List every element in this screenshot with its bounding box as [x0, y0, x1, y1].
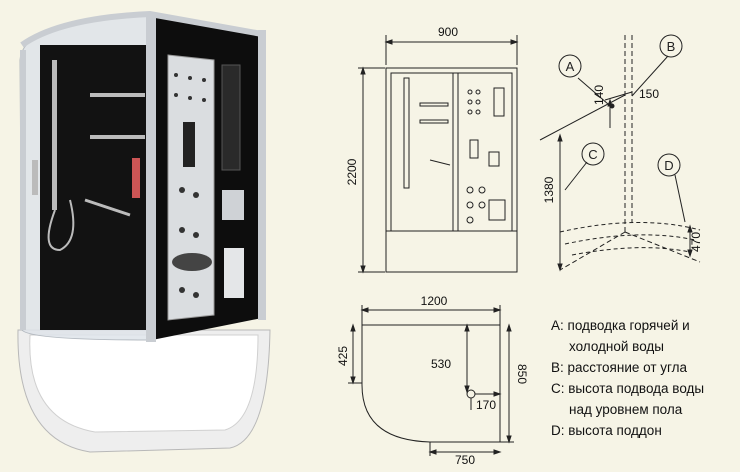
legend-b: B: расстояние от угла	[551, 360, 688, 375]
callout-a: A	[566, 59, 575, 74]
plan-view-drawing	[348, 305, 514, 456]
plan-drain-x-label: 170	[476, 398, 496, 412]
legend: A: подводка горячей и холодной воды B: р…	[551, 315, 736, 441]
dim-d-label: 470	[689, 232, 703, 252]
plan-drain-y-label: 530	[431, 357, 451, 371]
legend-a-line1: A: подводка горячей и	[551, 318, 690, 333]
plan-depth-label: 850	[515, 364, 529, 384]
plan-width-label: 1200	[421, 294, 448, 308]
legend-c-line1: C: высота подвода воды	[551, 381, 705, 396]
callout-d: D	[664, 158, 673, 173]
front-width-label: 900	[438, 25, 458, 39]
front-view-drawing	[358, 35, 519, 274]
front-height-label: 2200	[345, 158, 359, 185]
legend-d: D: высота поддон	[551, 423, 662, 438]
legend-a-line2: холодной воды	[569, 339, 664, 354]
legend-c-line2: над уровнем пола	[569, 402, 683, 417]
dim-a-label: 140	[592, 85, 606, 105]
shower-cabin-photo	[17, 10, 271, 453]
plan-front-label: 750	[455, 453, 475, 467]
callout-c: C	[588, 147, 597, 162]
corner-view-drawing	[539, 34, 701, 272]
callout-b: B	[667, 39, 676, 54]
dim-c-label: 1380	[542, 176, 556, 203]
plan-side-label: 425	[336, 346, 350, 366]
dim-b-label: 150	[639, 87, 659, 101]
